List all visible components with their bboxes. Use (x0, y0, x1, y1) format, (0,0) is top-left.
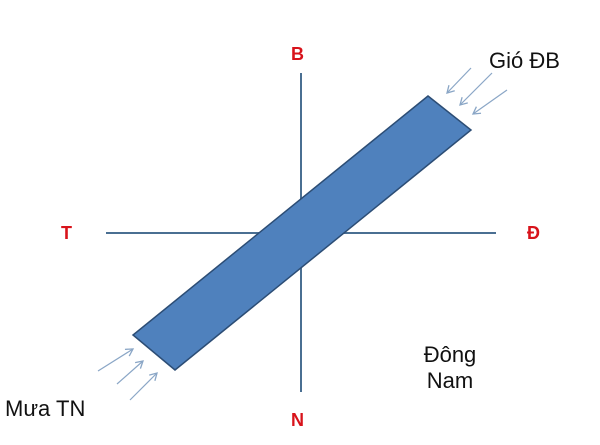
direction-north-label: B (291, 44, 304, 64)
region-label-line2: Nam (426, 368, 474, 393)
rain-label: Mưa TN (5, 396, 86, 421)
wind-arrows-icon (446, 67, 508, 115)
wind-label: Gió ĐB (489, 48, 560, 73)
mountain-range-bar (131, 95, 473, 371)
rain-arrows-icon (97, 348, 158, 401)
direction-south-label: N (291, 410, 304, 430)
region-label: Đông Nam (410, 342, 490, 394)
direction-west-label: T (61, 223, 72, 243)
region-label-line1: Đông (423, 342, 477, 367)
direction-east-label: Đ (527, 223, 540, 243)
